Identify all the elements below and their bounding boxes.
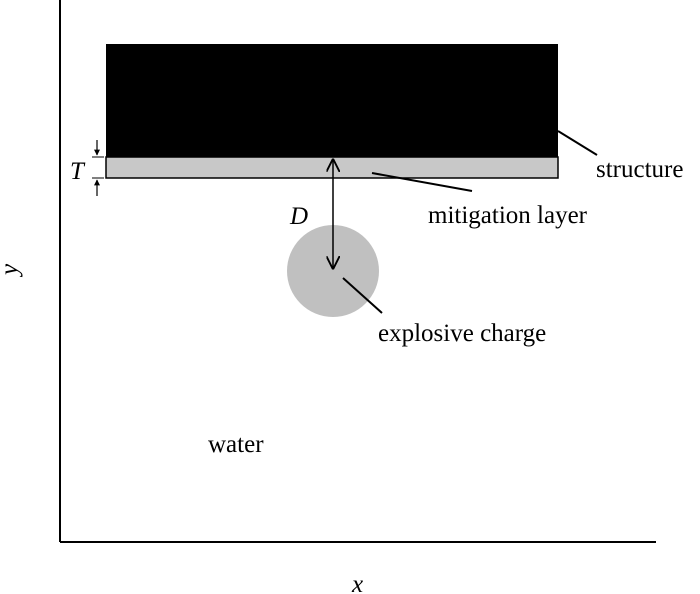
thickness-label: T bbox=[70, 158, 86, 185]
explosive-charge bbox=[287, 225, 379, 317]
explosive-charge-label: explosive charge bbox=[378, 320, 546, 347]
y-axis-label: y bbox=[0, 263, 23, 278]
structure-leader bbox=[557, 130, 598, 156]
mitigation-layer-label: mitigation layer bbox=[428, 202, 588, 229]
x-axis-label: x bbox=[351, 571, 363, 594]
structure-label: structure bbox=[596, 156, 683, 183]
charge-leader bbox=[342, 277, 383, 314]
distance-label: D bbox=[289, 203, 308, 230]
mitigation-layer bbox=[105, 156, 559, 179]
mitigation-leader bbox=[371, 172, 473, 192]
water-label: water bbox=[208, 431, 264, 458]
structure-block bbox=[106, 44, 558, 157]
